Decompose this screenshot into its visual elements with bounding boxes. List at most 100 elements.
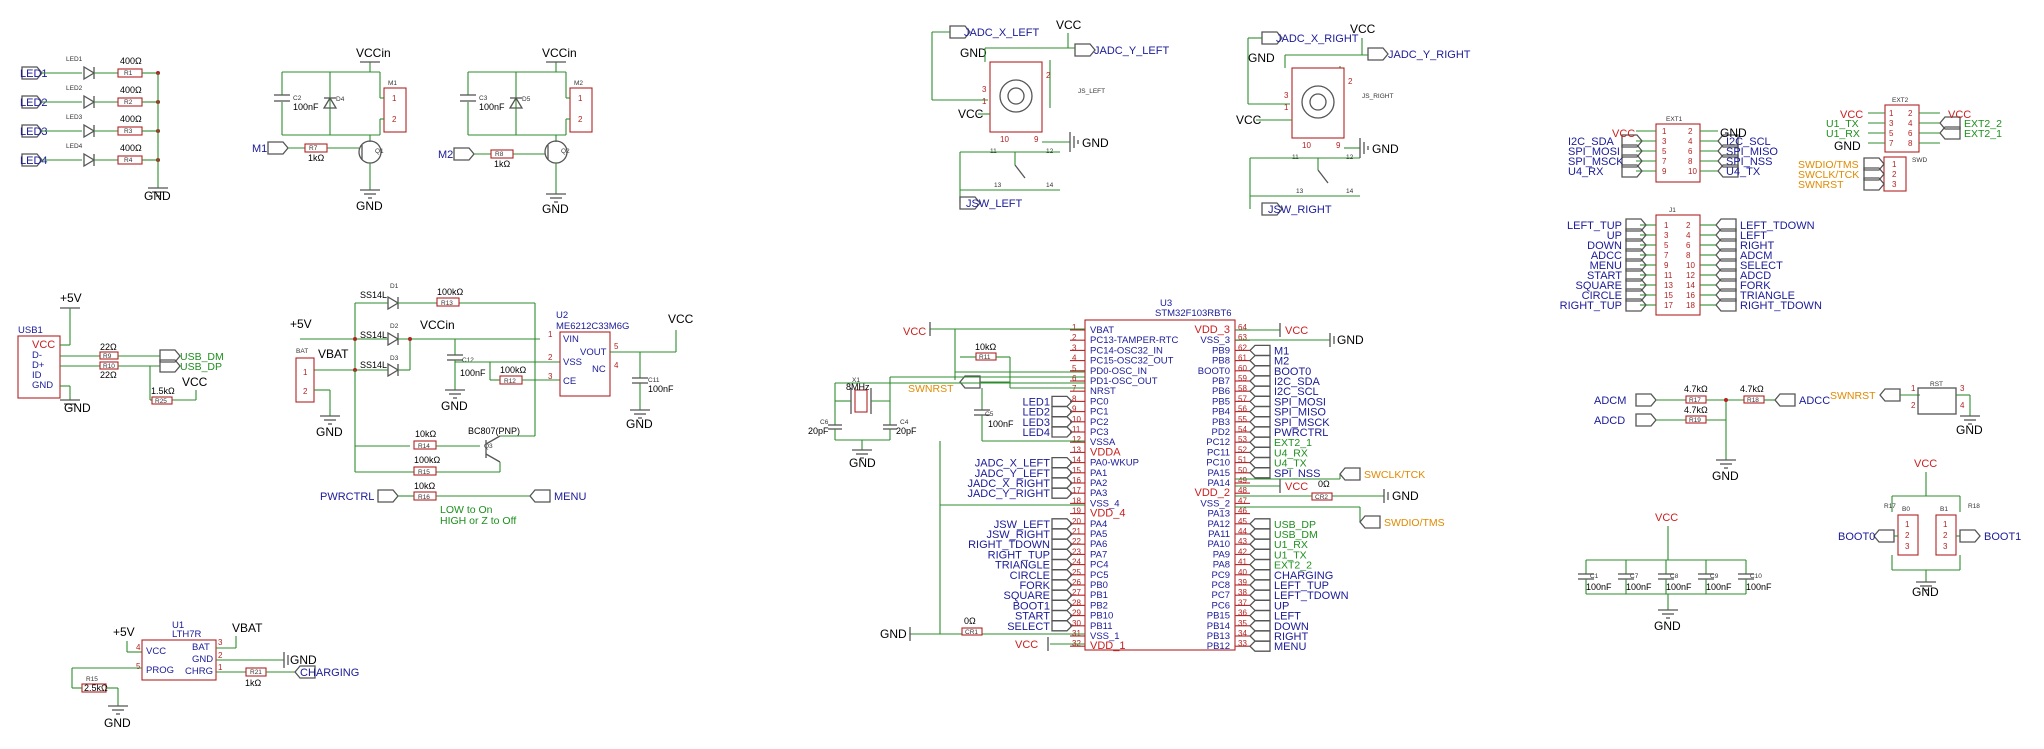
mcu-right-net: USB_DM [1274,529,1318,541]
decouple-cap-val-2: 100nF [1666,582,1692,592]
svg-text:1: 1 [1943,520,1948,529]
mcu-pin-num: 55 [1238,415,1247,424]
power-vcc-label: VCC [668,312,694,326]
mcu-pin-num: 56 [1238,405,1247,414]
usb-connector [17,335,61,399]
led-net-label-2: LED2 [20,97,48,109]
j1-right-2: RIGHT [1740,240,1775,252]
motor1-conn-ref: M1 [388,80,397,87]
motor2-input-label: M2 [438,149,453,161]
mcu-c4-val: 20pF [896,426,917,436]
mcu-right-pin-62: PB9 [1212,345,1230,356]
mcu-left-pin-6: PD1-OSC_OUT [1090,376,1158,387]
ext1-vcc-label: VCC [1612,128,1635,140]
mcu-right-pin-48: VDD_2 [1195,487,1230,499]
led-res-ref-2: R2 [124,99,133,106]
ext1-pin: 5 [1662,147,1667,156]
j1-pin: 12 [1686,271,1695,280]
boot1-jumper[interactable] [1935,514,1957,556]
rst-button[interactable] [1917,387,1957,415]
mcu-left-net: CIRCLE [1010,570,1050,582]
power-r15-val: 100kΩ [414,455,441,465]
mcu-left-net: JSW_LEFT [994,519,1051,531]
j1-right-8: RIGHT_TDOWN [1740,300,1822,312]
svg-text:13: 13 [1296,188,1304,195]
led-res-ref-4: R4 [124,157,133,164]
motor1-input-port [267,141,289,155]
mcu-r0-right-ref: CR2 [1315,494,1328,501]
mcu-right-net: LEFT [1274,611,1301,623]
mcu-pin-num: 24 [1072,558,1081,567]
motor2-block: VCCin C3 100nF D5 M2 12 GND Q2 M2 R8 1kΩ [438,46,593,216]
power-q-type: BC807(PNP) [468,426,520,436]
ext1-left-1: SPI_MOSI [1568,146,1620,158]
js-right-gnd-top: GND [1248,51,1275,65]
mcu-pin-num: 59 [1238,374,1247,383]
svg-text:4: 4 [614,361,619,370]
mcu-left-net: SQUARE [1004,590,1050,602]
svg-text:2: 2 [218,651,223,660]
ext2-pin: 2 [1908,109,1913,118]
swd-line-2: SWNRST [1798,179,1844,191]
boot0-jumper[interactable] [1897,514,1919,556]
js-right-x-label: JADC_X_RIGHT [1276,33,1359,45]
decouple-cap-val-3: 100nF [1706,582,1732,592]
j1-pin: 7 [1664,251,1669,260]
swclk-port-mcu [1339,467,1361,481]
j1-left-0: LEFT_TUP [1567,220,1622,232]
svg-text:GND: GND [192,654,213,665]
js-left-vcc-top: VCC [1056,18,1082,32]
mcu-right-net: I2C_SCL [1274,386,1319,398]
j1-left-4: MENU [1590,260,1622,272]
mcu-c4-ref: C4 [900,419,909,426]
mcu-right-net: U4_TX [1274,458,1307,470]
mcu-pin-num: 44 [1238,527,1247,536]
led-diode [83,94,96,110]
led-res-val-4: 400Ω [120,143,142,153]
mcu-left-pin-2: PC13-TAMPER-RTC [1090,335,1178,346]
svg-text:VOUT: VOUT [580,347,607,358]
power-note-off: HIGH or Z to Off [440,515,516,527]
motor1-vcc-label: VCCin [356,46,391,60]
charger-gnd-bottom: GND [104,716,131,730]
power-5v-label: +5V [290,317,312,331]
mcu-vcc-left: VCC [903,326,926,338]
j1-pin: 18 [1686,301,1695,310]
mcu-right-net: U1_TX [1274,549,1307,561]
mcu-r11-val: 10kΩ [975,342,997,352]
j1-left-7: CIRCLE [1582,290,1622,302]
ext1-left-0: I2C_SDA [1568,136,1615,148]
mcu-right-pin-45: PA12 [1207,519,1230,530]
mcu-right-net: PWRCTRL [1274,427,1328,439]
j1-right-0: LEFT_TDOWN [1740,220,1815,232]
mcu-right-pin-39: PC8 [1212,580,1230,591]
mcu-pin-num: 63 [1238,333,1247,342]
svg-text:1: 1 [548,330,553,339]
swnrst-port-mcu [959,375,981,389]
led-diode [83,123,96,139]
mcu-c5-val: 100nF [988,419,1014,429]
mcu-pin-num: 49 [1238,476,1247,485]
mcu-right-pin-53: PC12 [1206,437,1230,448]
mcu-pin-num: 40 [1238,568,1247,577]
adc-adcm-label: ADCM [1594,395,1626,407]
power-r14-ref: R14 [418,443,430,450]
usb-r1-ref: R9 [103,353,112,360]
mcu-pin-num: 9 [1072,405,1077,414]
usb-r2-val: 22Ω [100,370,117,380]
js-left-body [989,61,1043,133]
mcu-pin-num: 38 [1238,588,1247,597]
boot-b1-ref: B1 [1940,506,1948,513]
svg-text:CE: CE [563,376,576,387]
mcu-right-pin-33: PB12 [1207,641,1230,652]
svg-text:1: 1 [218,663,223,672]
usb-r2-ref: R10 [103,363,115,370]
mcu-ref: U3 [1160,298,1172,309]
ext2-pin: 5 [1889,129,1894,138]
mcu-pin-num: 46 [1238,507,1247,516]
led-port [21,153,43,167]
mcu-right-pin-51: PC10 [1206,458,1230,469]
